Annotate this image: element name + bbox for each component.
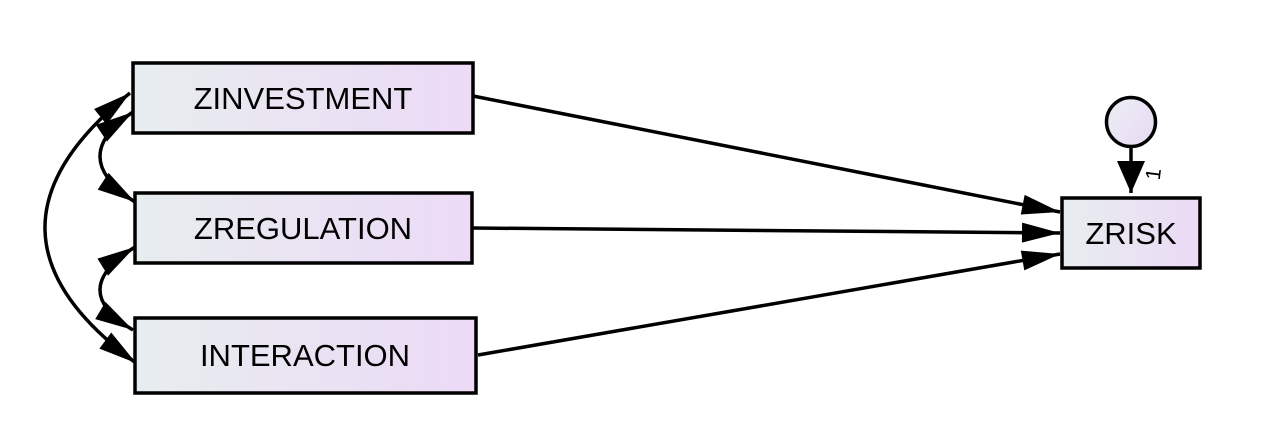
covariance-zinvestment-zregulation[interactable] <box>95 110 136 204</box>
covariance-zregulation-interaction[interactable] <box>95 245 136 332</box>
error-term-circle[interactable] <box>1104 95 1158 149</box>
path-interaction-to-zrisk[interactable] <box>477 250 1061 357</box>
node-interaction: INTERACTION <box>133 316 478 395</box>
node-zinvestment: ZINVESTMENT <box>131 61 475 135</box>
node-zinvestment-box[interactable] <box>131 61 475 135</box>
node-interaction-label: INTERACTION <box>200 338 410 373</box>
node-zrisk-label: ZRISK <box>1085 216 1177 251</box>
node-interaction-box[interactable] <box>133 316 478 395</box>
path-zinvestment-to-zrisk[interactable] <box>472 94 1061 215</box>
node-zinvestment-label: ZINVESTMENT <box>194 81 413 116</box>
path-zregulation-to-zrisk[interactable] <box>471 222 1061 243</box>
node-zregulation-label: ZREGULATION <box>194 211 412 246</box>
node-zregulation: ZREGULATION <box>133 191 474 265</box>
node-zregulation-box[interactable] <box>133 191 474 265</box>
node-zrisk-box[interactable] <box>1060 196 1202 270</box>
error-weight-label: 1 <box>1142 167 1166 181</box>
node-zrisk: ZRISK <box>1060 196 1202 270</box>
covariance-zinvestment-interaction[interactable] <box>43 91 138 365</box>
